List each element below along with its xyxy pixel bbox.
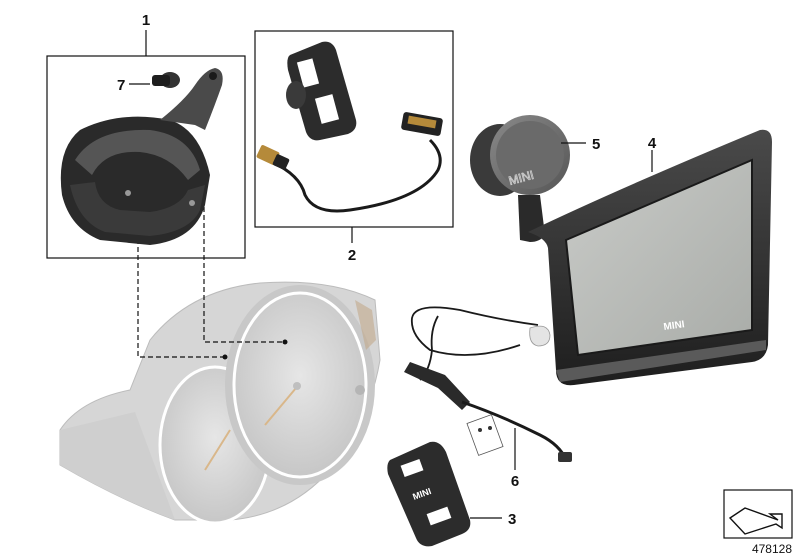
instrument-cluster <box>59 281 381 525</box>
callout-1: 1 <box>142 12 150 29</box>
cradle-base <box>60 68 223 246</box>
callout-7: 7 <box>117 77 125 94</box>
charger-cable-part-6 <box>404 306 572 462</box>
callout-4: 4 <box>648 135 657 152</box>
part-2-box <box>254 30 454 228</box>
usb-cable <box>256 112 443 213</box>
snap-in-adapter-part-3: MINI <box>387 441 471 547</box>
callout-3: 3 <box>508 511 516 528</box>
phone-holder-clip <box>286 41 357 141</box>
callout-2: 2 <box>348 247 356 264</box>
cap-brand-label: MINI <box>507 168 535 188</box>
callout-6: 6 <box>511 473 519 490</box>
assembly-symbol-icon <box>728 507 783 535</box>
callout-5: 5 <box>592 136 600 153</box>
navigation-unit-part-4: MINI <box>528 129 772 386</box>
document-number: 478128 <box>752 542 792 556</box>
nav-brand-label: MINI <box>663 319 686 333</box>
mounting-cap-part-5: MINI <box>470 115 570 242</box>
navigation-screen <box>564 158 753 357</box>
screw-part-7 <box>152 72 180 88</box>
reference-symbol-box <box>723 489 793 539</box>
